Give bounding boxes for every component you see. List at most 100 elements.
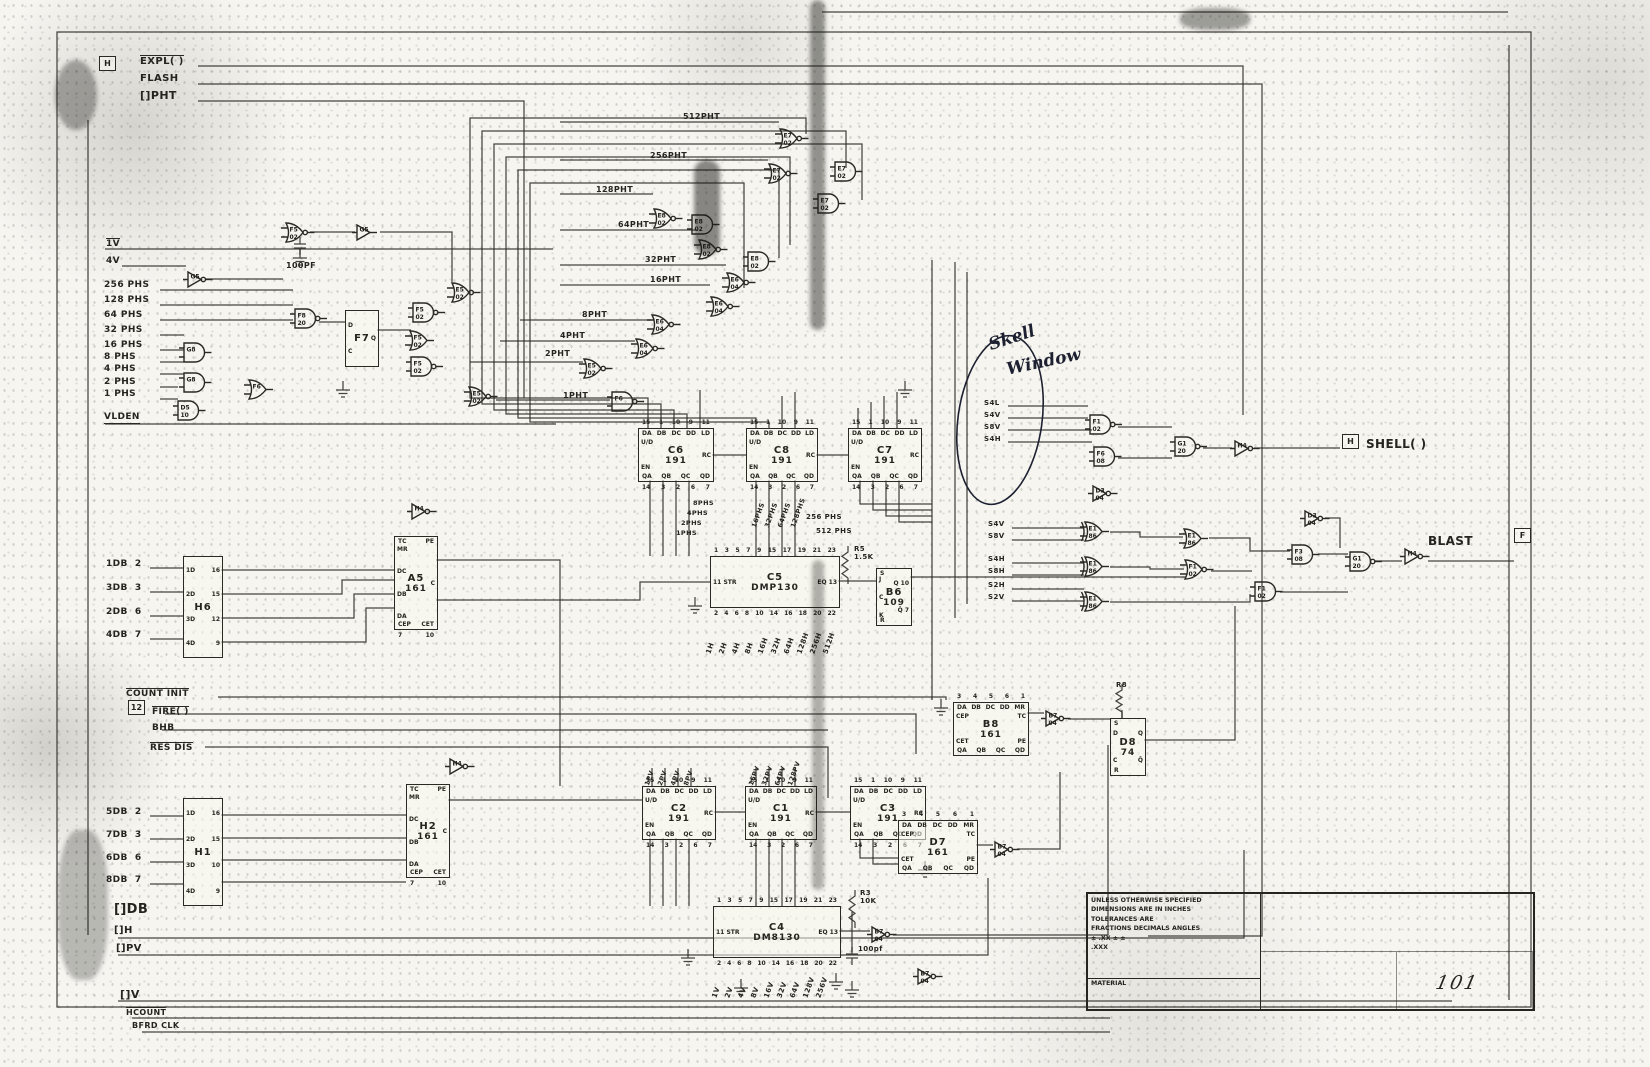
wire	[493, 143, 863, 428]
ic-ref: C8	[773, 444, 791, 456]
svg-text:E6: E6	[731, 277, 739, 284]
signal-label: SHELL( )	[1366, 437, 1427, 451]
signal-label: EXPL( )	[140, 55, 184, 67]
ic-pin-col: EQ 13	[818, 928, 838, 936]
signal-label: 1DB 2	[106, 559, 142, 569]
gate-h4: H4	[407, 502, 437, 521]
ic-part: 161	[417, 831, 439, 842]
svg-text:F6: F6	[253, 384, 261, 391]
title-block-fields	[1261, 894, 1533, 1009]
ic-ref: C5	[766, 571, 784, 583]
ic-pin-col: RC	[703, 809, 713, 817]
signal-label: R3	[860, 889, 872, 897]
wire	[859, 480, 932, 505]
ic-part: 191	[877, 813, 899, 824]
signal-label: 64PHT	[618, 220, 650, 229]
io-tag-box: 12	[128, 700, 145, 715]
signal-label: []PV	[116, 943, 142, 954]
svg-text:04: 04	[731, 284, 739, 291]
signal-label: S2V	[988, 593, 1005, 601]
svg-text:E6: E6	[640, 343, 648, 350]
signal-label: 1 PHS	[104, 389, 137, 399]
ic-pin-row: S	[880, 570, 885, 577]
svg-text:G5: G5	[191, 274, 200, 281]
signal-label: FIRE( )	[152, 706, 189, 717]
signal-label: []V	[120, 988, 140, 1001]
ic-pin-row: R	[880, 617, 885, 624]
signal-label: []PHT	[140, 89, 177, 102]
svg-text:E8: E8	[658, 213, 666, 220]
wire	[1017, 772, 1061, 850]
svg-text:E8: E8	[695, 219, 703, 226]
svg-text:E1: E1	[1089, 596, 1097, 603]
svg-text:20: 20	[1178, 448, 1186, 455]
ic-ref: C3	[879, 802, 897, 814]
gate-g5: G5	[352, 223, 377, 242]
ic-pin-col: RC	[701, 451, 711, 459]
svg-text:F5: F5	[290, 227, 298, 234]
wire	[205, 746, 829, 798]
ground-symbol	[845, 981, 859, 998]
svg-text:E7: E7	[784, 133, 792, 140]
svg-text:D3: D3	[1308, 513, 1317, 520]
wire	[1209, 537, 1290, 552]
signal-label: 4PHT	[560, 331, 586, 340]
signal-label: []H	[114, 925, 133, 936]
signal-label: BFRD CLK	[132, 1021, 180, 1030]
signal-label: HCOUNT	[126, 1007, 167, 1017]
signal-label: S4L	[984, 399, 1000, 407]
resistor	[1114, 684, 1124, 718]
svg-text:E7: E7	[838, 166, 846, 173]
signal-label: 3DB 3	[106, 583, 142, 593]
svg-text:02: 02	[821, 205, 829, 212]
signal-label: 2PHT	[545, 349, 571, 358]
svg-text:G8: G8	[187, 347, 196, 354]
io-tag-box: H	[99, 56, 116, 71]
svg-text:E6: E6	[656, 319, 664, 326]
svg-text:G5: G5	[360, 227, 369, 234]
svg-text:F5: F5	[414, 335, 422, 342]
signal-label: S2H	[988, 581, 1005, 589]
signal-label: R5	[854, 545, 866, 553]
wire	[436, 581, 710, 601]
tb-line4: FRACTIONS DECIMALS ANGLES	[1091, 925, 1201, 933]
ground-symbol	[688, 597, 702, 614]
wire	[56, 31, 1532, 1008]
svg-text:F6: F6	[615, 396, 623, 403]
wire	[893, 745, 1109, 936]
gate-f6: F6	[244, 379, 273, 400]
svg-text:G1: G1	[1353, 556, 1362, 563]
ic-ref: B6	[885, 586, 903, 598]
gate-f6: F6	[607, 391, 644, 412]
ic-ref: H1	[194, 846, 212, 858]
svg-text:B7: B7	[875, 929, 884, 936]
ic-pin-col: 11 STR	[716, 928, 740, 936]
ic-part: 109	[883, 597, 905, 608]
signal-label: 8PHS	[693, 499, 715, 507]
signal-label: 128 PHS	[104, 295, 150, 305]
